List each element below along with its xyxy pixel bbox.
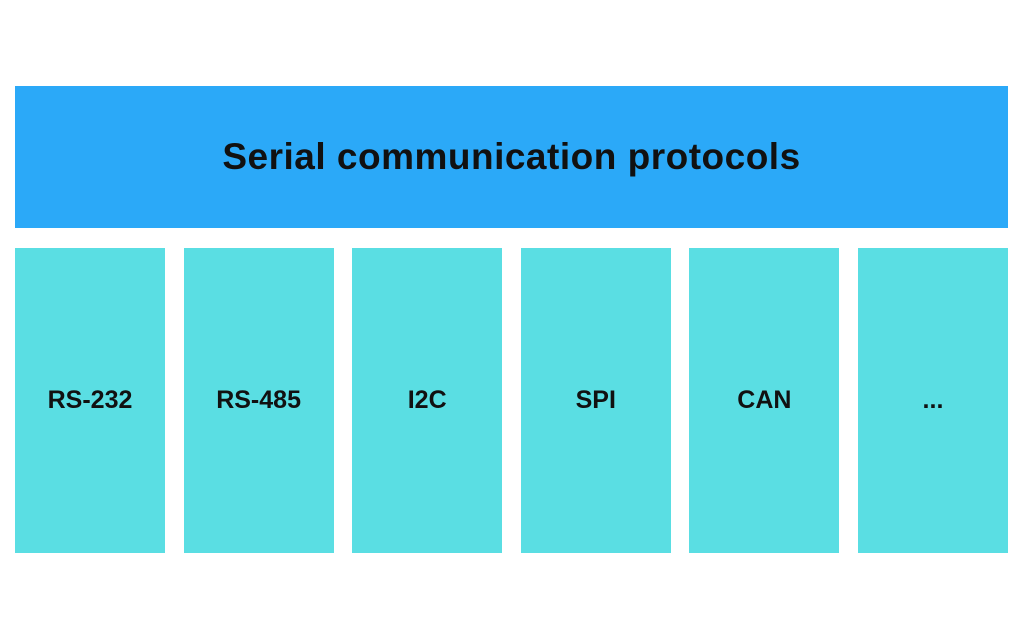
protocol-columns-row: RS-232 RS-485 I2C SPI CAN ... [15, 248, 1008, 553]
protocol-column-more: ... [857, 248, 1008, 553]
protocol-label: CAN [737, 386, 792, 414]
protocol-column-rs485: RS-485 [183, 248, 334, 553]
diagram-title: Serial communication protocols [222, 136, 801, 177]
protocol-label: I2C [407, 386, 447, 414]
protocol-label: RS-485 [216, 386, 301, 414]
protocol-column-spi: SPI [520, 248, 671, 553]
protocol-label: RS-232 [47, 386, 133, 414]
protocol-column-i2c: I2C [352, 248, 503, 553]
protocol-label: SPI [575, 386, 616, 414]
protocol-column-can: CAN [689, 248, 840, 553]
header-banner: Serial communication protocols [15, 86, 1008, 228]
protocol-label: ... [922, 386, 944, 414]
protocol-column-rs232: RS-232 [15, 248, 165, 553]
